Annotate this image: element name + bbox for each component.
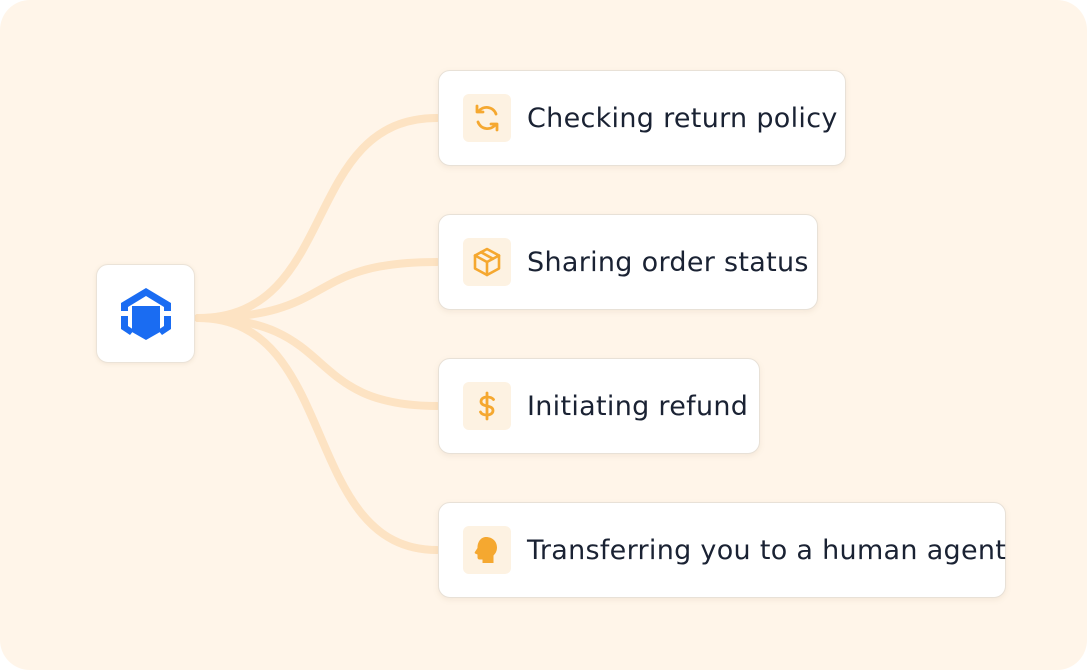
action-card-return-policy: Checking return policy — [438, 70, 846, 166]
package-icon — [463, 238, 511, 286]
connector-line-4 — [194, 314, 441, 554]
dollar-icon — [463, 382, 511, 430]
action-card-order-status: Sharing order status — [438, 214, 818, 310]
action-label: Initiating refund — [527, 390, 749, 422]
refresh-icon — [463, 94, 511, 142]
connector-line-1 — [194, 114, 441, 322]
action-label: Sharing order status — [527, 246, 809, 278]
connector-line-2 — [194, 258, 441, 322]
human-head-icon — [463, 526, 511, 574]
logo-cube-icon — [120, 287, 171, 340]
hub-node — [96, 264, 195, 363]
connector-line-3 — [194, 314, 441, 410]
action-card-refund: Initiating refund — [438, 358, 760, 454]
action-card-human-agent: Transferring you to a human agent — [438, 502, 1006, 598]
action-label: Checking return policy — [527, 102, 838, 134]
action-label: Transferring you to a human agent — [527, 534, 1007, 566]
